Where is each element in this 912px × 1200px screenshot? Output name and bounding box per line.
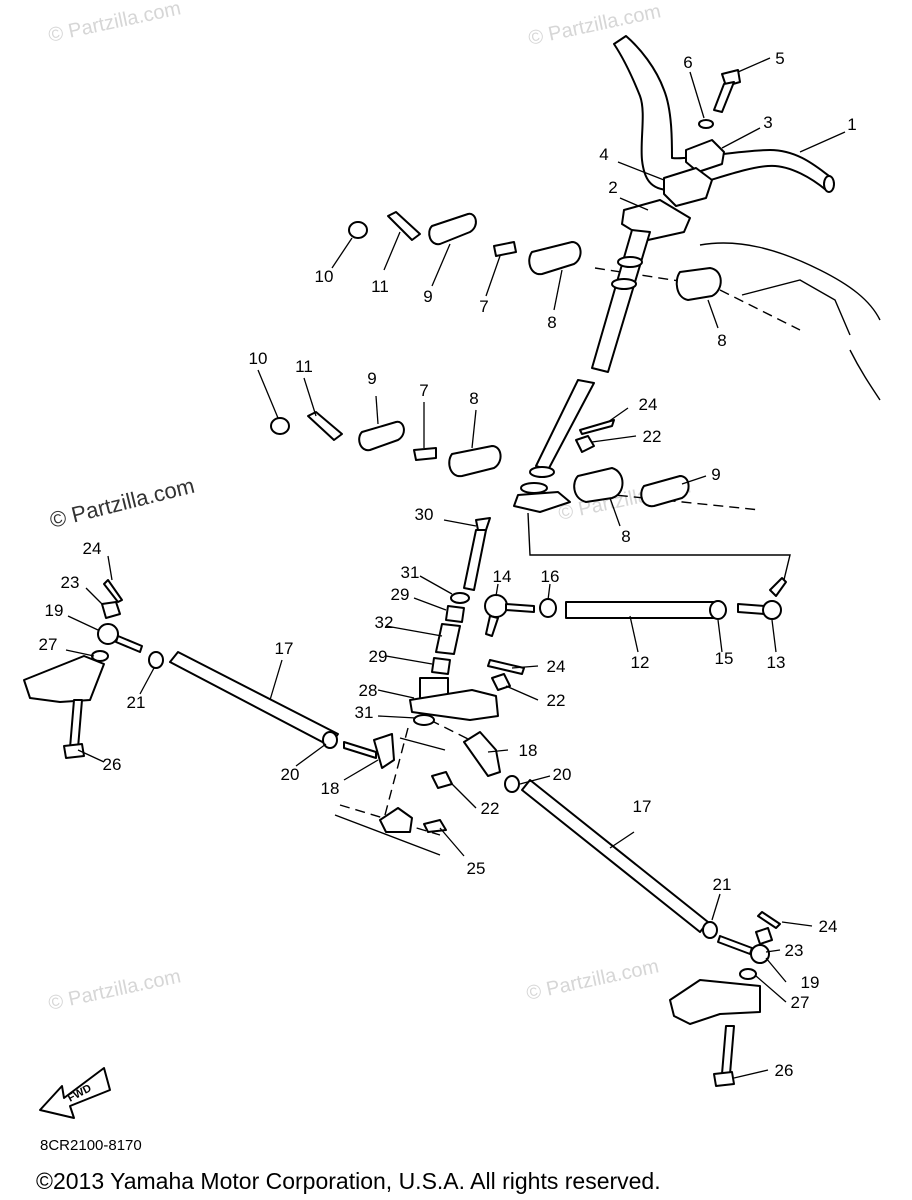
callout-31a: 31	[401, 563, 420, 582]
leader-lines	[65, 57, 846, 1079]
callout-16: 16	[541, 567, 560, 586]
callout-3: 3	[763, 113, 772, 132]
callout-22a: 22	[643, 427, 662, 446]
callout-7a: 7	[479, 297, 488, 316]
callout-25: 25	[467, 859, 486, 878]
callout-8a: 8	[547, 313, 556, 332]
callout-26a: 26	[103, 755, 122, 774]
callout-9a: 9	[423, 287, 432, 306]
callout-24d: 24	[819, 917, 838, 936]
callout-2: 2	[608, 178, 617, 197]
callout-30: 30	[415, 505, 434, 524]
callout-24b: 24	[547, 657, 566, 676]
callout-29b: 29	[369, 647, 388, 666]
watermark-bottom-right: © Partzilla.com	[524, 955, 660, 1005]
watermarks: © Partzilla.com © Partzilla.com © Partzi…	[46, 0, 692, 1015]
watermark-top-left: © Partzilla.com	[46, 0, 182, 47]
callout-28: 28	[359, 681, 378, 700]
callout-11b: 11	[295, 357, 313, 376]
callout-19a: 19	[45, 601, 64, 620]
callout-32: 32	[375, 613, 394, 632]
copyright-notice: ©2013 Yamaha Motor Corporation, U.S.A. A…	[36, 1168, 661, 1194]
callout-11a: 11	[371, 277, 389, 296]
callout-8c: 8	[469, 389, 478, 408]
diagram-code: 8CR2100-8170	[40, 1137, 142, 1154]
center-assembly	[409, 517, 787, 726]
callout-19b: 19	[801, 973, 820, 992]
callout-17b: 17	[633, 797, 652, 816]
watermark-top-right: © Partzilla.com	[526, 0, 662, 50]
callout-8b: 8	[717, 331, 726, 350]
handlebar-clamps	[621, 69, 741, 241]
fwd-arrow-icon: FWD	[39, 1067, 111, 1119]
watermark-left: © Partzilla.com	[47, 473, 197, 533]
upper-bracket-set	[348, 211, 722, 301]
callout-18b: 18	[519, 741, 538, 760]
callout-4: 4	[599, 145, 608, 164]
callout-29a: 29	[391, 585, 410, 604]
callout-8d: 8	[621, 527, 630, 546]
callout-9c: 9	[711, 465, 720, 484]
callout-9b: 9	[367, 369, 376, 388]
callout-14: 14	[493, 567, 512, 586]
callout-13: 13	[767, 653, 786, 672]
lower-bracket-set	[270, 411, 690, 508]
callout-21a: 21	[127, 693, 146, 712]
lower-mount	[379, 807, 413, 833]
callout-23b: 23	[785, 941, 804, 960]
watermark-bottom-left: © Partzilla.com	[46, 965, 182, 1015]
callout-24c: 24	[83, 539, 102, 558]
callout-1: 1	[847, 115, 856, 134]
callout-27b: 27	[791, 993, 810, 1012]
callout-27a: 27	[39, 635, 58, 654]
left-tie-rod	[23, 623, 395, 769]
callout-26b: 26	[775, 1061, 794, 1080]
callout-24a: 24	[639, 395, 658, 414]
callout-22c: 22	[481, 799, 500, 818]
callout-20a: 20	[281, 765, 300, 784]
callout-10a: 10	[315, 267, 334, 286]
callout-10b: 10	[249, 349, 268, 368]
callout-7b: 7	[419, 381, 428, 400]
callout-labels: 1 2 3 4 5 6 7 8 8 9 10 11 10 11 9 7 8 24…	[39, 49, 857, 1080]
callout-12: 12	[631, 653, 650, 672]
callout-17a: 17	[275, 639, 294, 658]
frame-outline	[699, 242, 881, 401]
right-tie-rod	[463, 731, 770, 1087]
callout-15: 15	[715, 649, 734, 668]
callout-21b: 21	[713, 875, 732, 894]
callout-18a: 18	[321, 779, 340, 798]
callout-22b: 22	[547, 691, 566, 710]
callout-6: 6	[683, 53, 692, 72]
callout-31b: 31	[355, 703, 374, 722]
callout-5: 5	[775, 49, 784, 68]
callout-20b: 20	[553, 765, 572, 784]
steering-column	[513, 229, 651, 513]
callout-23a: 23	[61, 573, 80, 592]
handlebar	[613, 35, 835, 193]
